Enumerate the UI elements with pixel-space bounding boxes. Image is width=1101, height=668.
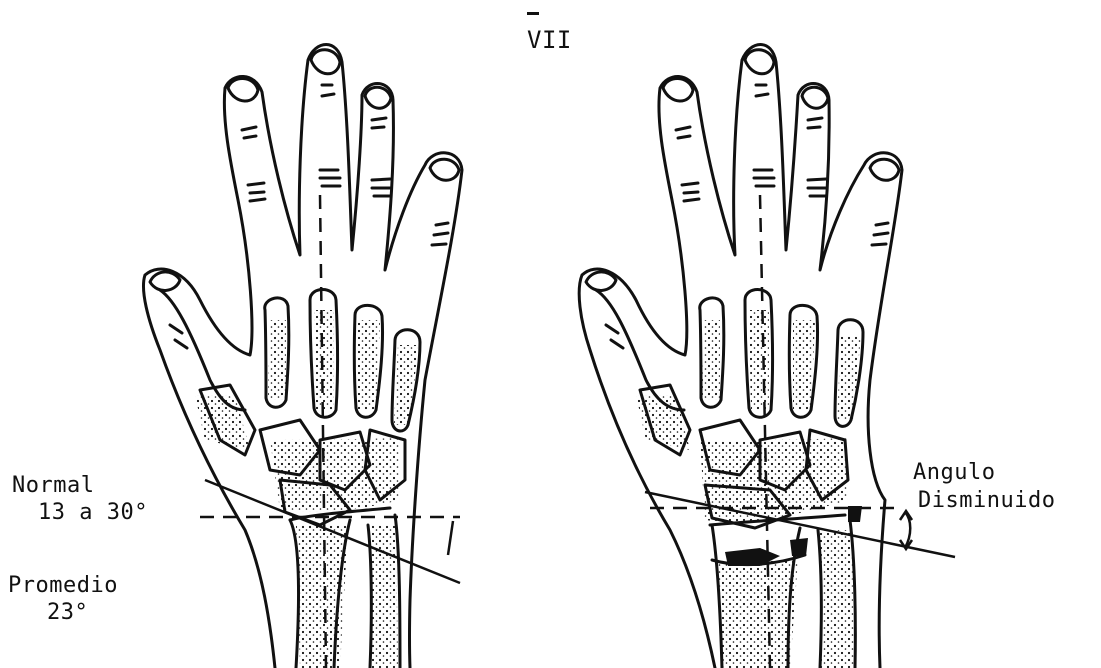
normal-range-label: Normal: [12, 474, 94, 497]
right-hand-drawing: [579, 45, 902, 668]
normal-range-value: 13 a 30°: [38, 501, 148, 524]
average-label: Promedio: [8, 574, 118, 597]
page-marker: VII: [527, 28, 572, 53]
page-marker-dash: [527, 12, 539, 15]
decreased-angle-label: Angulo: [913, 461, 995, 484]
decreased-angle-label-line2: Disminuido: [918, 489, 1055, 512]
left-hand-drawing: [143, 45, 462, 668]
average-value: 23°: [47, 601, 88, 624]
